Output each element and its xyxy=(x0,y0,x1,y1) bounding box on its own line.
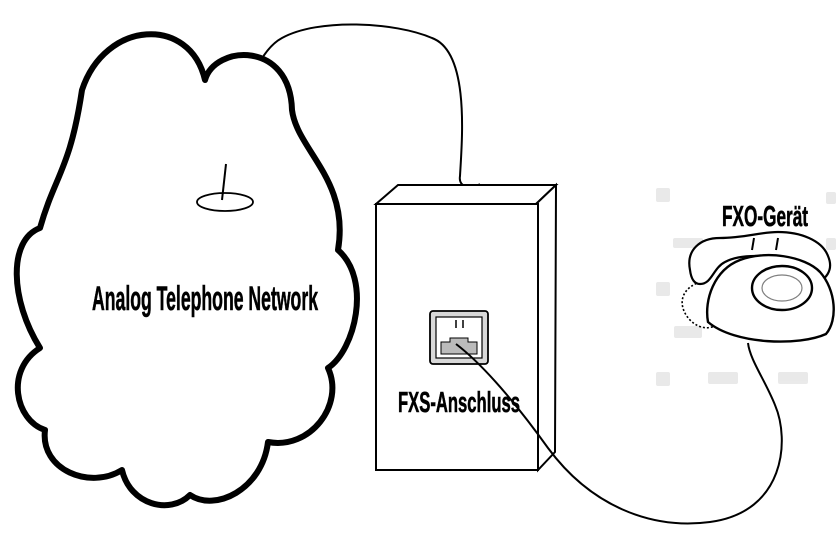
phone-dial xyxy=(750,264,814,312)
port-label: FXS-Anschluss xyxy=(398,387,520,419)
device-label: FXO-Gerät xyxy=(722,201,808,233)
rj11-socket-icon xyxy=(429,310,489,365)
network-cloud xyxy=(13,31,360,509)
network-cable-drop xyxy=(221,163,227,201)
phone-cable xyxy=(455,342,783,525)
network-connection-point xyxy=(196,192,254,212)
network-label: Analog Telephone Network xyxy=(92,280,318,318)
wall-box-top xyxy=(373,184,559,205)
rotary-phone-icon xyxy=(681,230,835,343)
